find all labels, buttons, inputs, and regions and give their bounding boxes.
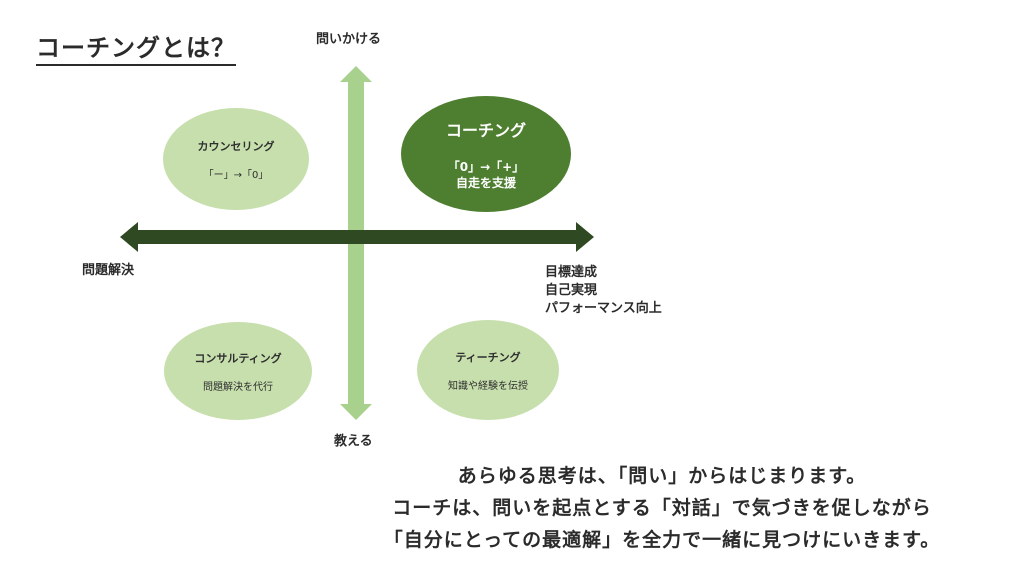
- horizontal-axis-arrow: [120, 222, 594, 252]
- quadrant-counseling: カウンセリング 「ー」→「0」: [163, 108, 309, 210]
- quadrant-desc: 「ー」→「0」: [203, 169, 269, 181]
- axis-label-performance: パフォーマンス向上: [545, 301, 662, 316]
- summary-message: あらゆる思考は、「問い」からはじまります。 コーチは、問いを起点とする「対話」で…: [300, 460, 1024, 556]
- quadrant-desc: 「0」→「+」: [447, 160, 525, 174]
- quadrant-name: カウンセリング: [197, 139, 275, 153]
- page-title: コーチングとは？: [36, 34, 236, 66]
- quadrant-name: コンサルティング: [194, 351, 282, 365]
- message-line: あらゆる思考は、「問い」からはじまります。: [457, 465, 867, 487]
- quadrant-desc: 問題解決を代行: [203, 381, 273, 393]
- quadrant-consulting: コンサルティング 問題解決を代行: [164, 322, 312, 420]
- axis-label-self-realization: 自己実現: [545, 283, 598, 298]
- axis-label-problem-solving: 問題解決: [82, 263, 135, 278]
- message-line: 「自分にとっての最適解」を全力で一緒に見つけにいきます。: [383, 529, 941, 551]
- axis-label-ask: 問いかける: [316, 32, 382, 47]
- quadrant-name: ティーチング: [455, 350, 521, 364]
- axis-label-teach: 教える: [334, 434, 373, 449]
- quadrant-coaching: コーチング 「0」→「+」 自走を支援: [401, 96, 571, 212]
- message-line: コーチは、問いを起点とする「対話」で気づきを促しながら: [392, 497, 932, 519]
- quadrant-name: コーチング: [445, 121, 526, 140]
- quadrant-desc: 知識や経験を伝授: [448, 380, 528, 392]
- quadrant-teaching: ティーチング 知識や経験を伝授: [417, 320, 559, 420]
- axis-label-goal-achievement: 目標達成: [545, 265, 598, 280]
- axis-label-goals: 目標達成 自己実現 パフォーマンス向上: [545, 264, 662, 318]
- quadrant-desc: 自走を支援: [455, 176, 516, 190]
